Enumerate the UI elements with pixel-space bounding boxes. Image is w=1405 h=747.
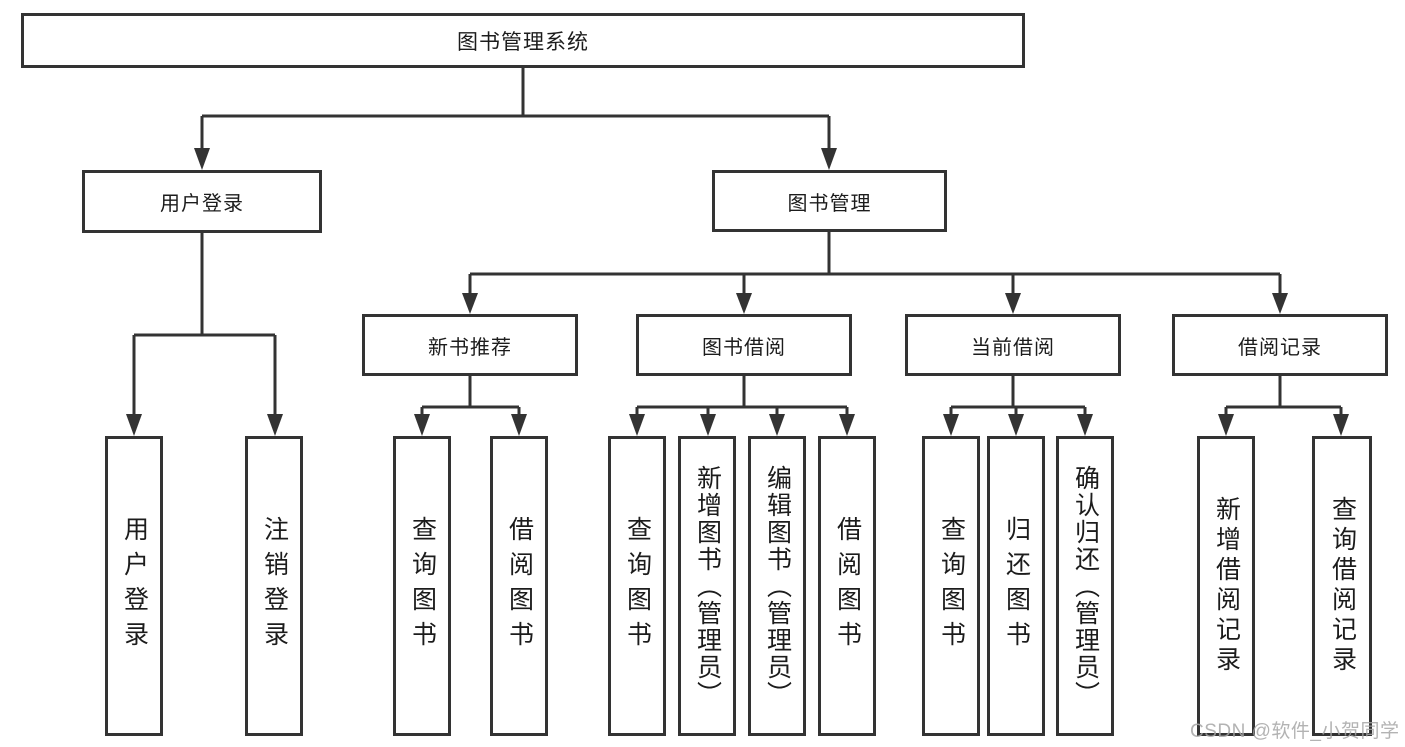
- node-new-book-recommend: 新书推荐: [362, 314, 578, 376]
- node-user-login: 用户登录: [82, 170, 322, 233]
- leaf-user-login-label: 用户登录: [120, 516, 149, 656]
- leaf-edit-book-admin: 编辑图书（管理员）: [748, 436, 806, 736]
- leaf-query-books-recommend: 查询图书: [393, 436, 451, 736]
- node-book-management: 图书管理: [712, 170, 947, 232]
- leaf-query-borrow-record: 查询借阅记录: [1312, 436, 1372, 736]
- leaf-borrow-books: 借阅图书: [818, 436, 876, 736]
- leaf-query-books-current: 查询图书: [922, 436, 980, 736]
- node-book-borrow: 图书借阅: [636, 314, 852, 376]
- csdn-watermark: CSDN @软件_小贺同学: [1190, 721, 1400, 742]
- leaf-confirm-return-admin: 确认归还（管理员）: [1056, 436, 1114, 736]
- leaf-query-books-borrow: 查询图书: [608, 436, 666, 736]
- node-root: 图书管理系统: [21, 13, 1025, 68]
- arrowheads: [126, 148, 1349, 436]
- leaf-add-borrow-record: 新增借阅记录: [1197, 436, 1255, 736]
- leaf-return-book: 归还图书: [987, 436, 1045, 736]
- leaf-add-book-admin: 新增图书（管理员）: [678, 436, 736, 736]
- leaf-logout-login: 注销登录: [245, 436, 303, 736]
- leaf-user-login: 用户登录: [105, 436, 163, 736]
- node-current-borrow: 当前借阅: [905, 314, 1121, 376]
- leaf-logout-login-label: 注销登录: [260, 516, 289, 656]
- leaf-borrow-books-recommend: 借阅图书: [490, 436, 548, 736]
- node-borrow-records: 借阅记录: [1172, 314, 1388, 376]
